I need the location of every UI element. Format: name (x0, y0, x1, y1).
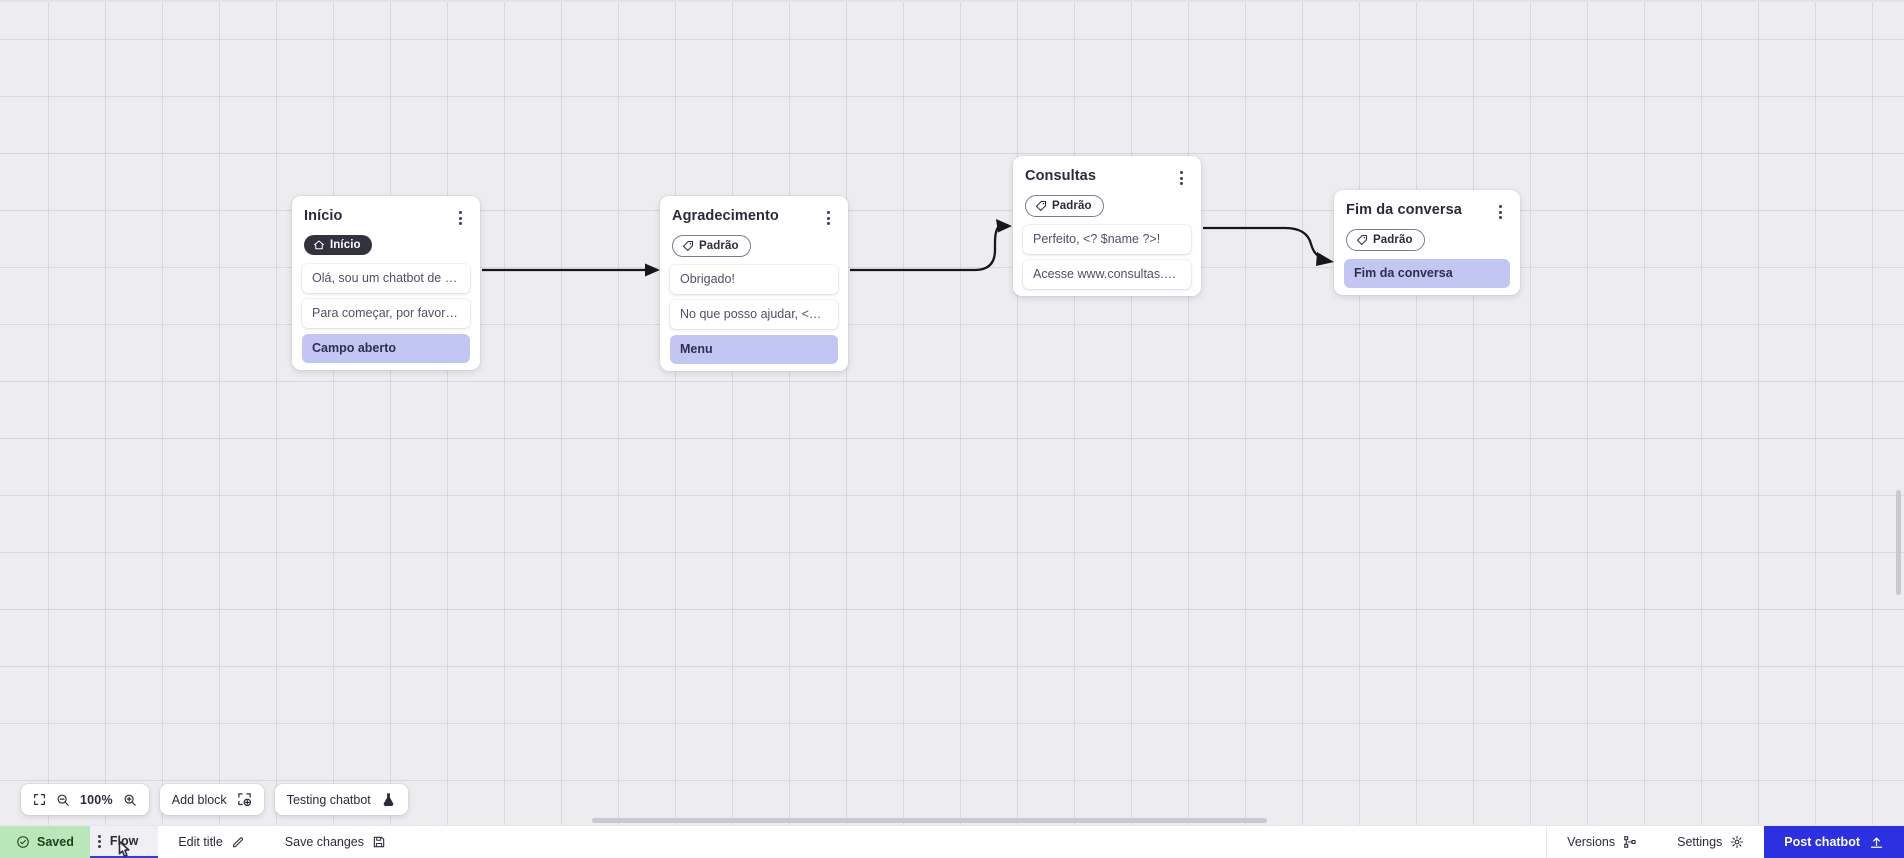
flow-node-agradecimento[interactable]: Agradecimento Padrão Obrigado! No que po… (660, 196, 848, 371)
post-chatbot-label: Post chatbot (1784, 835, 1860, 849)
flask-icon (381, 792, 396, 807)
node-row[interactable]: Perfeito, <? $name ?>! (1023, 224, 1191, 254)
node-row-accent[interactable]: Fim da conversa (1344, 258, 1510, 288)
tab-flow[interactable]: Flow (89, 826, 159, 858)
node-menu-button[interactable] (820, 208, 836, 228)
zoom-out-icon[interactable] (56, 793, 70, 807)
node-badge-label: Padrão (1373, 233, 1413, 246)
save-changes-button[interactable]: Save changes (265, 826, 406, 858)
node-row-accent[interactable]: Campo aberto (302, 333, 470, 363)
node-badge-row: Padrão (1013, 188, 1201, 217)
saved-status-label: Saved (37, 835, 74, 849)
node-rows: Obrigado! No que posso ajudar, <? $name … (660, 257, 848, 364)
zoom-in-icon[interactable] (123, 793, 137, 807)
tag-icon (1036, 200, 1046, 211)
node-row[interactable]: No que posso ajudar, <? $name ... (670, 299, 838, 329)
versions-label: Versions (1567, 835, 1616, 849)
fit-screen-icon[interactable] (33, 793, 46, 806)
edit-title-button[interactable]: Edit title (158, 826, 264, 858)
versions-button[interactable]: Versions (1546, 826, 1657, 858)
tag-icon (1357, 234, 1367, 245)
node-row[interactable]: Para começar, por favor digite o ... (302, 298, 470, 328)
node-badge[interactable]: Padrão (672, 235, 751, 257)
add-block-button[interactable]: Add block (159, 784, 264, 815)
add-block-label: Add block (171, 792, 227, 807)
testing-chatbot-label: Testing chatbot (286, 792, 371, 807)
saved-status-badge: Saved (0, 826, 90, 858)
bottom-status-bar: Saved Flow Edit title Save changes (0, 825, 1904, 858)
add-block-icon (237, 792, 252, 807)
node-rows: Perfeito, <? $name ?>! Acesse www.consul… (1013, 217, 1201, 289)
drag-handle-icon[interactable] (97, 834, 101, 848)
node-row-accent[interactable]: Menu (670, 334, 838, 364)
branch-icon (1623, 835, 1637, 849)
node-badge-row: Início (292, 228, 480, 256)
vertical-scrollbar[interactable] (1896, 490, 1901, 595)
node-title: Início (304, 208, 343, 224)
canvas-toolbar: 100% Add block Testing chatbot (21, 784, 408, 815)
post-chatbot-button[interactable]: Post chatbot (1764, 826, 1904, 858)
floppy-disk-icon (372, 835, 386, 849)
node-row[interactable]: Acesse www.consultas.com par... (1023, 259, 1191, 289)
node-row[interactable]: Olá, sou um chatbot de teste! (302, 263, 470, 293)
node-badge[interactable]: Padrão (1025, 195, 1104, 217)
pencil-icon (231, 835, 245, 849)
zoom-level-value: 100% (80, 792, 113, 807)
node-menu-button[interactable] (1492, 202, 1508, 222)
node-rows: Fim da conversa (1334, 251, 1520, 288)
node-badge-label: Padrão (1052, 199, 1092, 212)
node-badge-label: Início (330, 238, 361, 251)
upload-icon (1869, 835, 1884, 850)
node-rows: Olá, sou um chatbot de teste! Para começ… (292, 256, 480, 363)
node-title: Agradecimento (672, 208, 779, 224)
node-badge[interactable]: Padrão (1346, 229, 1425, 251)
flow-node-fim-da-conversa[interactable]: Fim da conversa Padrão Fim da conversa (1334, 190, 1520, 295)
statusbar-spacer (406, 826, 1546, 858)
tag-icon (683, 240, 693, 251)
node-header: Agradecimento (660, 205, 848, 228)
node-header: Consultas (1013, 165, 1201, 188)
node-badge-row: Padrão (660, 228, 848, 257)
home-icon (314, 240, 324, 249)
node-badge-row: Padrão (1334, 222, 1520, 251)
node-header: Fim da conversa (1334, 199, 1520, 222)
node-header: Início (292, 205, 480, 228)
edit-title-label: Edit title (178, 835, 223, 849)
canvas-top-edge (0, 0, 1904, 2)
node-row[interactable]: Obrigado! (670, 264, 838, 294)
check-circle-icon (16, 835, 30, 849)
gear-icon (1730, 835, 1744, 849)
node-menu-button[interactable] (1173, 168, 1189, 188)
node-title: Fim da conversa (1346, 202, 1462, 218)
zoom-controls[interactable]: 100% (21, 784, 149, 815)
settings-button[interactable]: Settings (1657, 826, 1764, 858)
node-badge[interactable]: Início (304, 235, 372, 255)
save-changes-label: Save changes (284, 835, 365, 849)
horizontal-scrollbar[interactable] (592, 818, 1267, 823)
settings-label: Settings (1677, 835, 1723, 849)
node-title: Consultas (1025, 168, 1096, 184)
node-badge-label: Padrão (699, 239, 739, 252)
tab-flow-label: Flow (109, 834, 139, 848)
node-menu-button[interactable] (452, 208, 468, 228)
flow-node-inicio[interactable]: Início Início Olá, sou um chatbot de tes… (292, 196, 480, 370)
testing-chatbot-button[interactable]: Testing chatbot (274, 784, 408, 815)
flow-node-consultas[interactable]: Consultas Padrão Perfeito, <? $name ?>! … (1013, 156, 1201, 296)
